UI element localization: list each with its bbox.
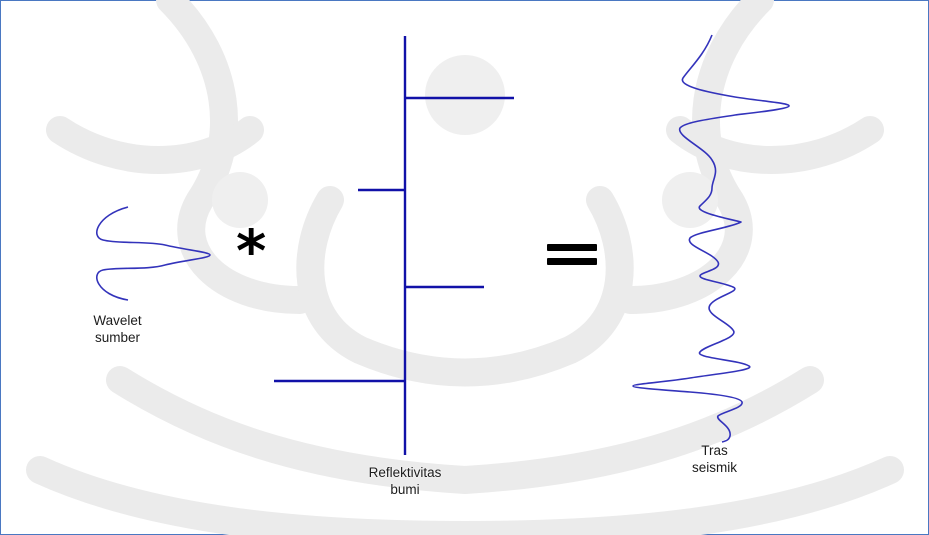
wavelet-label-line1: Wavelet (70, 312, 165, 329)
equals-bar-bottom (547, 258, 597, 265)
equals-bar-top (547, 244, 597, 251)
reflectivity-label-line2: bumi (345, 481, 465, 498)
trace-label-line2: seismik (672, 459, 757, 476)
wavelet-curve (97, 207, 210, 300)
convolution-operator: * (236, 222, 266, 280)
wavelet-label: Wavelet sumber (70, 312, 165, 346)
equals-operator (547, 244, 597, 268)
wavelet-label-line2: sumber (70, 329, 165, 346)
seismic-trace-curve (633, 35, 789, 442)
reflectivity-label-line1: Reflektivitas (345, 464, 465, 481)
trace-label-line1: Tras (672, 442, 757, 459)
reflectivity-label: Reflektivitas bumi (345, 464, 465, 498)
trace-label: Tras seismik (672, 442, 757, 476)
